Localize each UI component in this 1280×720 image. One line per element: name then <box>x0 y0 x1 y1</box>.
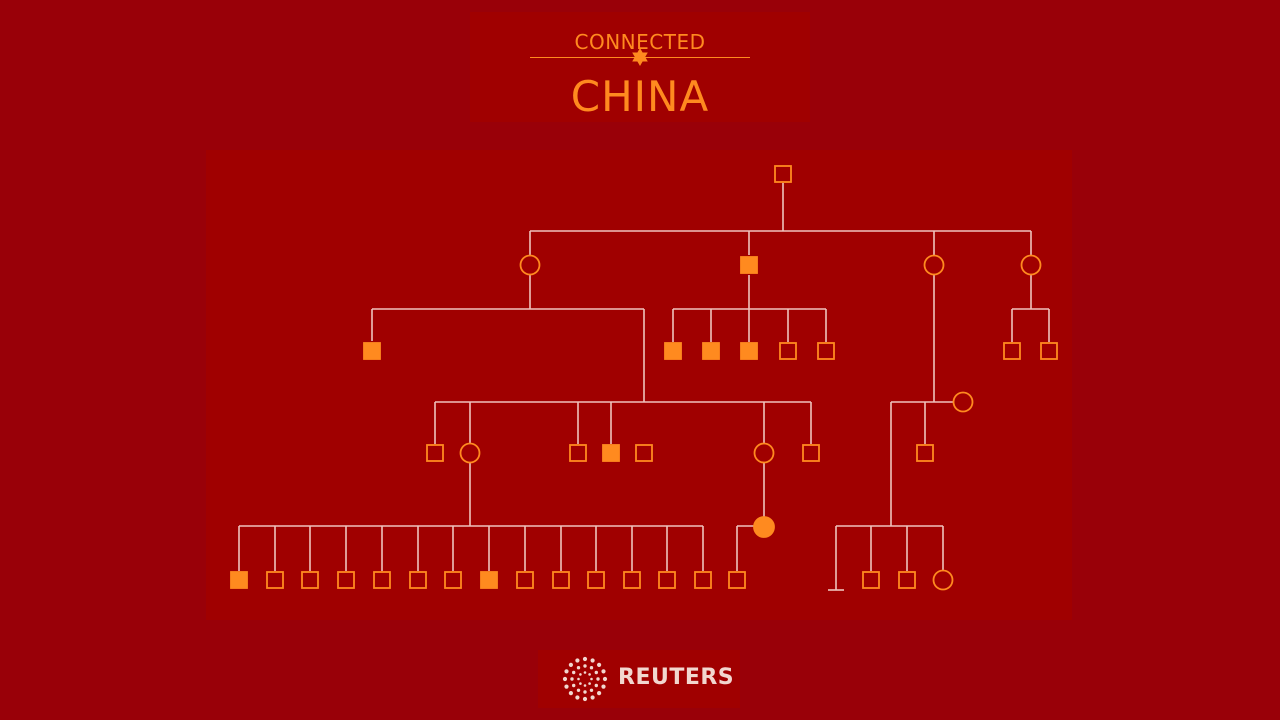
tree-node-male-highlighted <box>480 571 498 589</box>
tree-node-male <box>623 571 641 589</box>
tree-node-male <box>916 444 934 462</box>
tree-node-male-highlighted <box>363 342 381 360</box>
tree-node-male <box>658 571 676 589</box>
tree-node-male-highlighted <box>740 256 758 274</box>
tree-node-female <box>1020 254 1042 276</box>
tree-node-female <box>519 254 541 276</box>
tree-node-male-highlighted <box>230 571 248 589</box>
tree-node-male <box>728 571 746 589</box>
tree-node-female-highlighted <box>753 516 775 538</box>
tree-node-male <box>779 342 797 360</box>
tree-node-female <box>459 442 481 464</box>
tree-node-female <box>923 254 945 276</box>
tree-node-male <box>1003 342 1021 360</box>
family-tree-svg <box>230 165 1058 591</box>
tree-node-male <box>373 571 391 589</box>
tree-node-male-highlighted <box>740 342 758 360</box>
tree-node-male <box>802 444 820 462</box>
tree-node-male <box>266 571 284 589</box>
tree-node-male <box>301 571 319 589</box>
tree-node-female <box>753 442 775 464</box>
tree-node-male-highlighted <box>702 342 720 360</box>
connector-lines <box>238 183 1050 591</box>
tree-node-female <box>952 391 974 413</box>
tree-node-male <box>862 571 880 589</box>
tree-node-male <box>426 444 444 462</box>
tree-node-male <box>409 571 427 589</box>
tree-node-male <box>1040 342 1058 360</box>
tree-node-male <box>898 571 916 589</box>
tree-node-male <box>516 571 534 589</box>
tree-node-male <box>444 571 462 589</box>
brand-name: REUTERS <box>618 665 735 690</box>
tree-node-male <box>337 571 355 589</box>
page-title: CHINA <box>570 72 710 121</box>
tree-node-male <box>569 444 587 462</box>
tree-node-male <box>635 444 653 462</box>
family-tree-diagram <box>206 150 1072 620</box>
brand-footer: REUTERS <box>538 650 740 708</box>
tree-node-male <box>587 571 605 589</box>
tree-node-male <box>694 571 712 589</box>
tree-node-male-highlighted <box>664 342 682 360</box>
tree-node-female <box>932 569 954 591</box>
reuters-logo-icon <box>562 656 608 702</box>
tree-node-male-highlighted <box>602 444 620 462</box>
tree-node-male <box>552 571 570 589</box>
tree-node-male <box>774 165 792 183</box>
title-card: CONNECTED CHINA <box>470 12 810 122</box>
tree-node-male <box>817 342 835 360</box>
star-icon <box>632 48 648 66</box>
